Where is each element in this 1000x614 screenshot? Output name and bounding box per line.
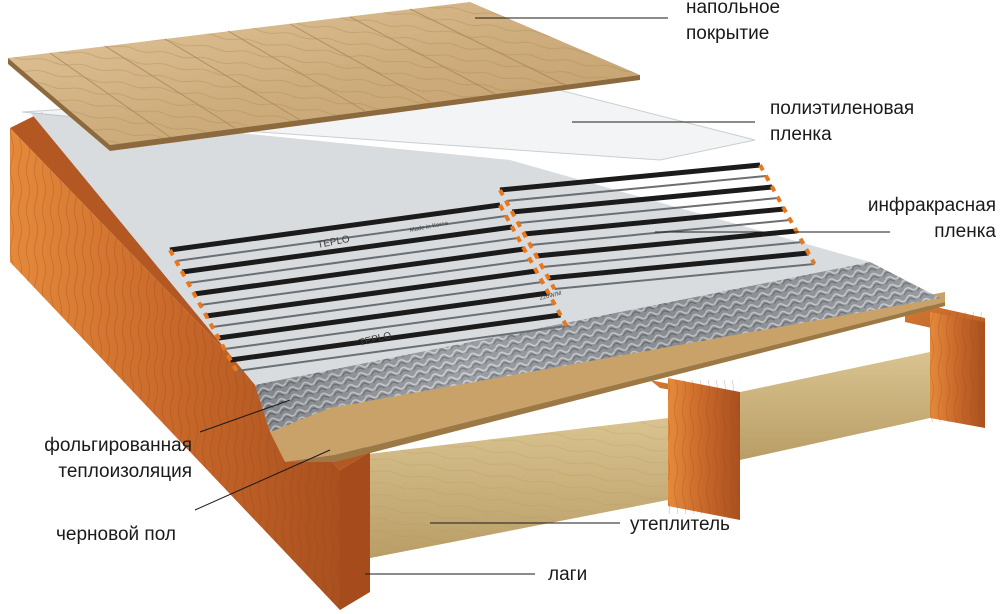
label-foil-insulation: фольгированная теплоизоляция — [44, 433, 192, 484]
heating-strip — [188, 237, 519, 284]
heating-strip — [505, 175, 767, 202]
heating-strip — [175, 215, 507, 262]
label-floor-covering-line1: напольное — [686, 0, 781, 18]
subfloor-board — [270, 292, 945, 462]
heating-strip — [193, 246, 525, 297]
label-infrared-film-line1: инфракрасная — [867, 195, 996, 216]
label-polyethylene-film: полиэтиленовая пленка — [770, 96, 914, 147]
heating-strip — [169, 202, 501, 253]
floor-covering-layer — [8, 2, 640, 151]
label-floor-covering-line2: покрытие — [686, 22, 770, 44]
joist-left-end — [340, 452, 370, 610]
label-infrared-film-line2: пленка — [934, 220, 996, 242]
heating-strip — [542, 241, 803, 268]
heating-strip — [181, 224, 513, 275]
joists — [650, 300, 985, 520]
heating-strip — [236, 325, 567, 372]
ir-film-sheet — [30, 112, 870, 385]
heating-strip — [554, 263, 815, 290]
heating-strip — [224, 303, 555, 350]
label-infrared-film: инфракрасная пленка — [868, 193, 996, 244]
heating-strip — [205, 268, 537, 319]
heating-strip — [230, 312, 561, 363]
heating-strip — [548, 250, 809, 281]
heating-strip — [218, 290, 549, 341]
label-insulation: утеплитель — [630, 514, 730, 535]
heating-strip — [523, 206, 785, 237]
leader-lines — [194, 17, 890, 575]
ir-film-strips-left — [168, 202, 569, 372]
film-power-text: 220W/M — [539, 291, 562, 302]
label-joists: лаги — [548, 564, 588, 585]
label-foil-insulation-line1: фольгированная — [44, 435, 192, 456]
label-subfloor: черновой пол — [56, 524, 176, 545]
insulation-right — [740, 352, 930, 460]
heating-strip — [212, 281, 543, 328]
heating-strip — [536, 228, 797, 259]
label-floor-covering: напольное покрытие — [686, 0, 780, 46]
heating-strip — [518, 197, 779, 224]
heating-strip — [511, 184, 773, 215]
insulation-blocks — [360, 352, 930, 560]
heating-strip — [499, 162, 761, 193]
label-foil-insulation-line2: теплоизоляция — [58, 460, 192, 482]
infrared-film-layer: TEPLO Made in Korea TEPLO 220W/M — [30, 112, 870, 385]
label-polyethylene-film-line1: полиэтиленовая — [770, 98, 915, 119]
heating-strip — [200, 259, 531, 306]
label-polyethylene-film-line2: пленка — [770, 123, 832, 145]
